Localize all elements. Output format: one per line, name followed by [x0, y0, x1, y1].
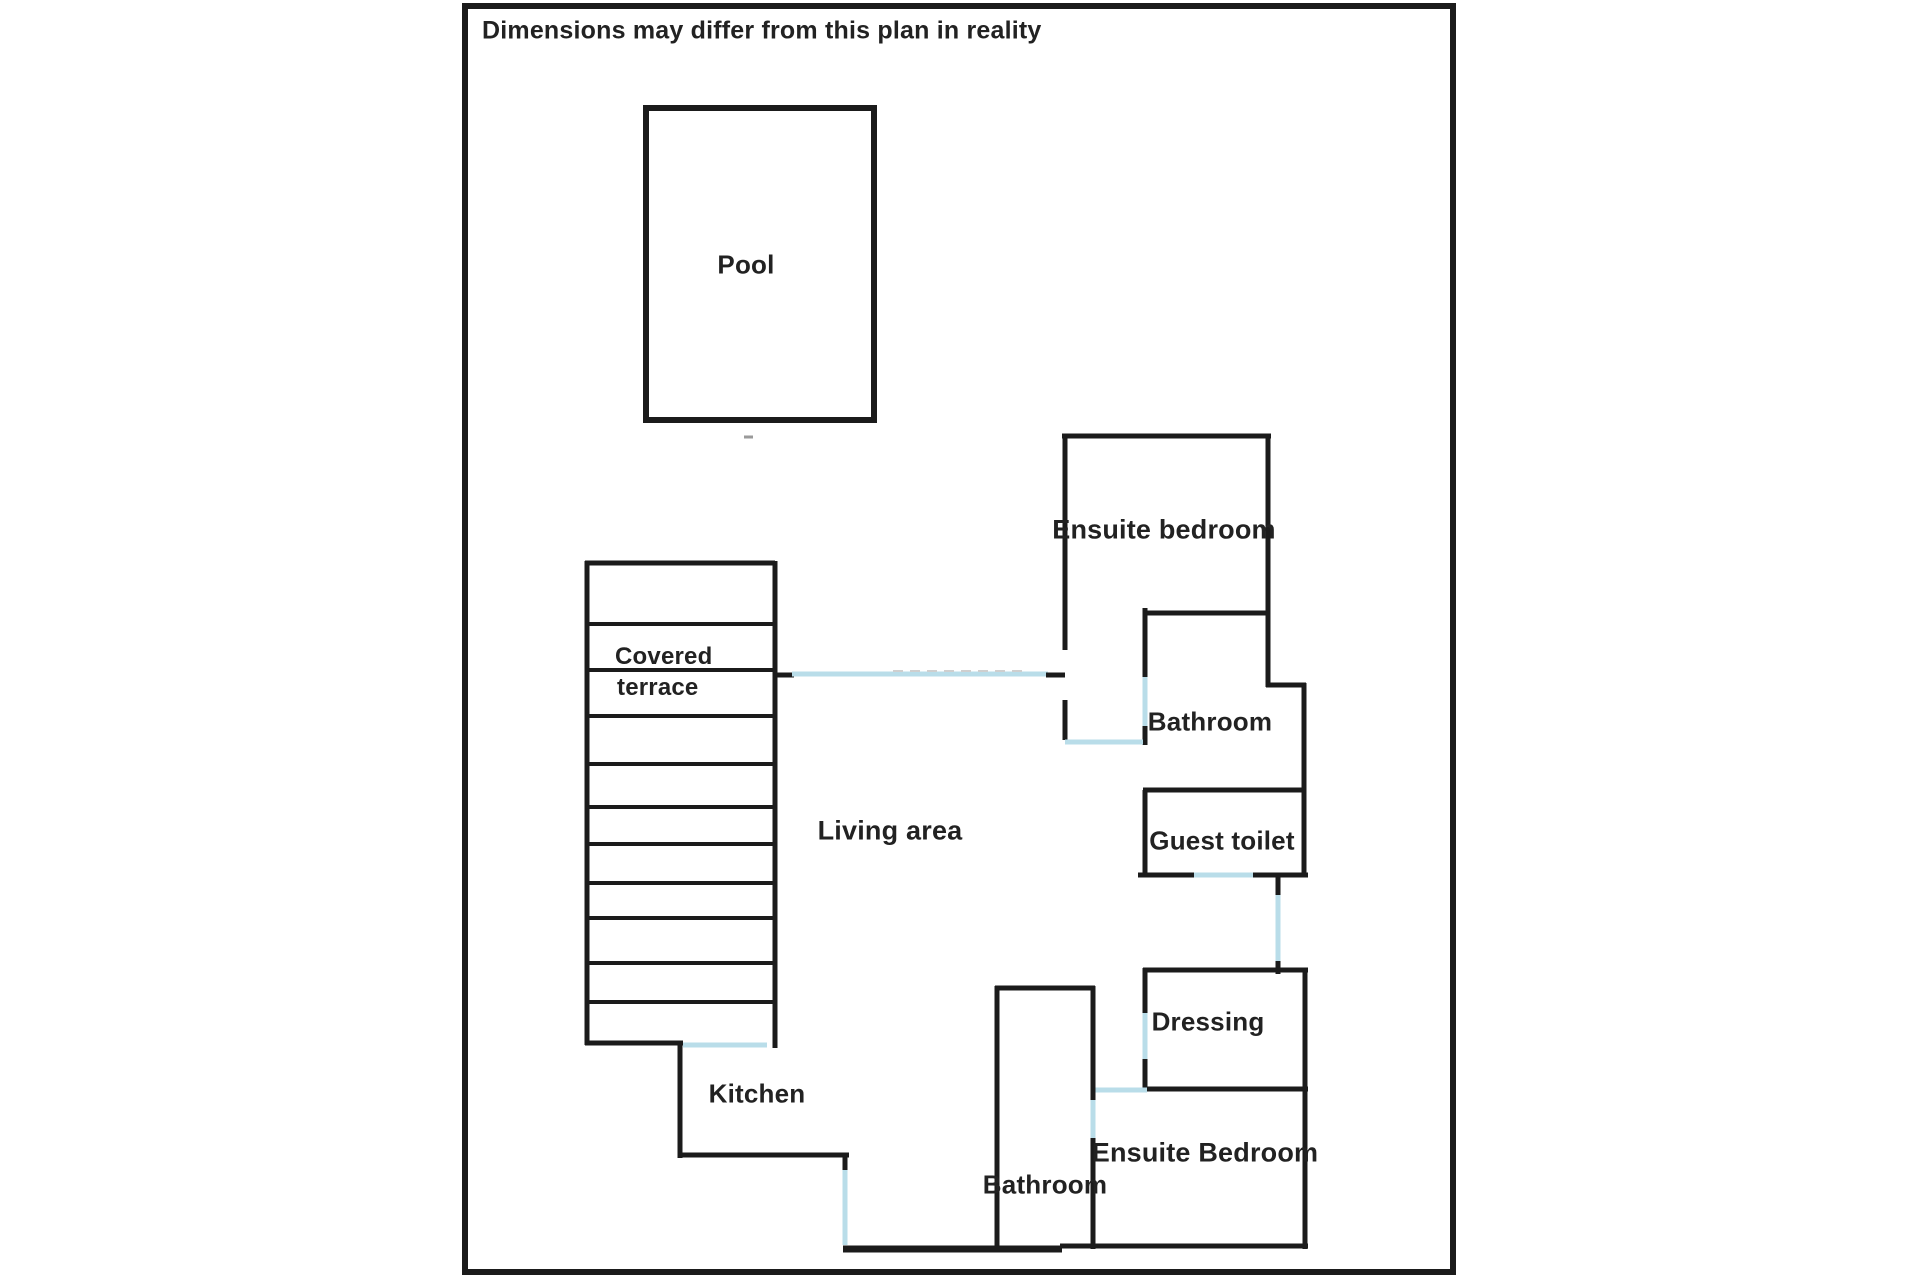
living-passage-door	[775, 670, 1065, 678]
guest-toilet-label: Guest toilet	[1149, 825, 1295, 856]
bathroom-top-label: Bathroom	[1147, 706, 1273, 737]
ensuite-bedroom-bottom-label: Ensuite Bedroom	[1091, 1137, 1319, 1168]
covered-terrace-label-line2: terrace	[617, 674, 699, 701]
dressing-walls	[1142, 967, 1308, 1249]
pool-outline	[643, 105, 877, 423]
bathroom-top-walls	[1065, 608, 1307, 877]
kitchen-walls	[677, 1045, 1062, 1253]
ensuite-bedroom-bottom-walls	[1060, 1087, 1308, 1249]
covered-terrace-label-line1: Covered	[615, 643, 713, 670]
dressing-label: Dressing	[1151, 1006, 1265, 1037]
kitchen-label: Kitchen	[708, 1078, 806, 1109]
pool-label: Pool	[717, 249, 775, 280]
outer-border	[462, 3, 1456, 1275]
covered-terrace-outline	[584, 560, 778, 1048]
bathroom-bottom-walls	[994, 985, 1096, 1251]
bathroom-bottom-label: Bathroom	[982, 1169, 1108, 1200]
living-area-label: Living area	[817, 815, 963, 846]
ensuite-bedroom-top-label: Ensuite bedroom	[1052, 514, 1276, 545]
ensuite-bedroom-top-walls	[1062, 433, 1271, 740]
disclaimer-text: Dimensions may differ from this plan in …	[482, 16, 1042, 45]
